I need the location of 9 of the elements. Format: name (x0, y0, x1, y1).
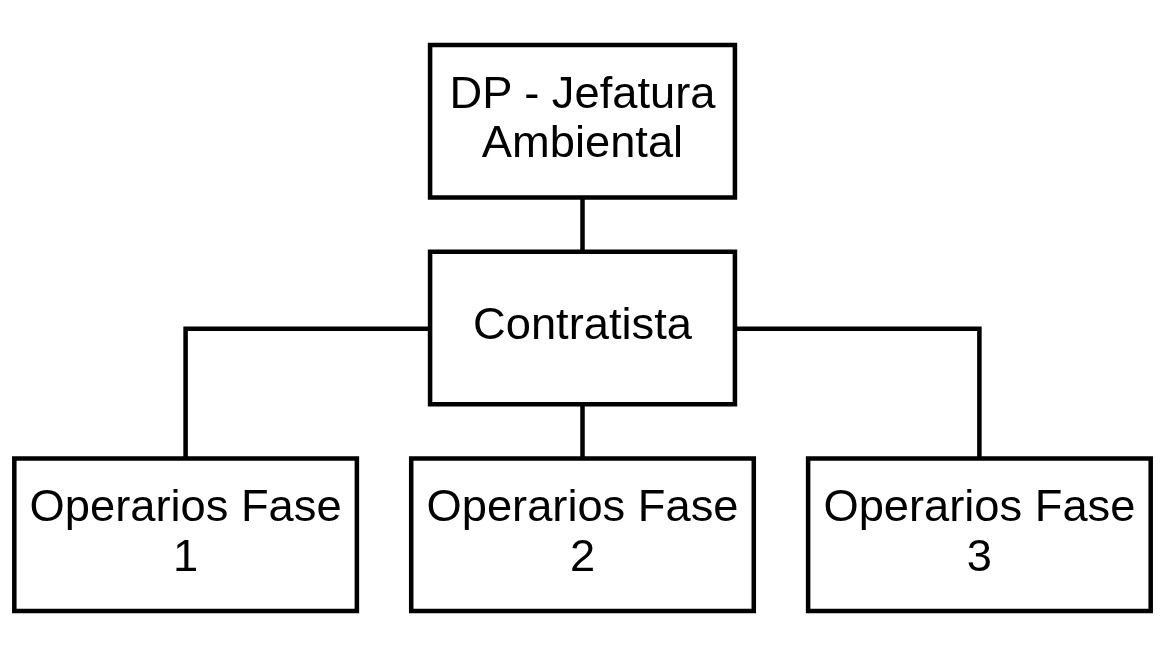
node-box: Contratista (427, 249, 738, 407)
node-box: Operarios Fase 2 (408, 456, 757, 614)
connector (580, 404, 585, 458)
connector (183, 326, 430, 459)
node-box: Operarios Fase 3 (805, 456, 1153, 614)
connector (735, 326, 982, 459)
node-box: Operarios Fase 1 (12, 456, 360, 614)
node-box: DP - Jefatura Ambiental (427, 42, 738, 200)
connector (580, 197, 585, 252)
